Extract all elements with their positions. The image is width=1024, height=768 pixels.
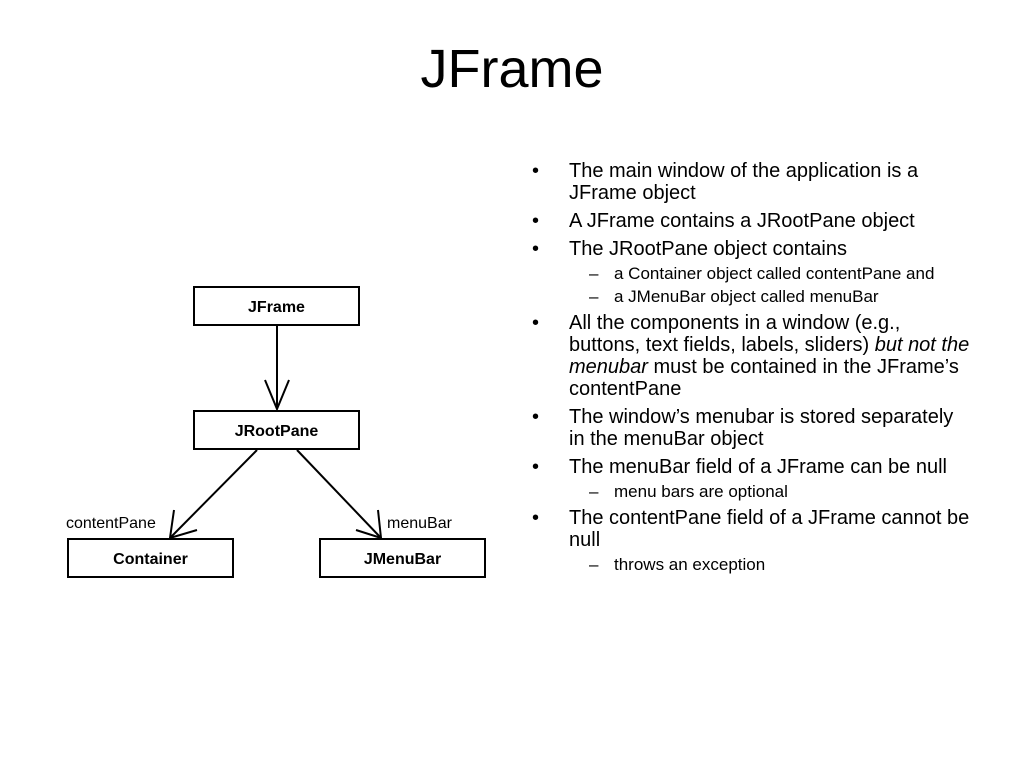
- node-container-label: Container: [113, 551, 188, 568]
- bullet-components-text-before: All the components in a window (e.g., bu…: [569, 312, 901, 356]
- bullet-menubar-stored: The window’s menubar is stored separatel…: [530, 406, 970, 450]
- edge-label-menubar: menuBar: [387, 515, 453, 532]
- slide-title: JFrame: [420, 39, 604, 99]
- class-diagram: JFrame JRootPane contentPane menuBar Con…: [66, 286, 486, 578]
- bullet-list: The main window of the application is a …: [530, 160, 970, 574]
- bullet-rootpane-contains: The JRootPane object contains: [530, 238, 970, 260]
- edge-contentpane: [168, 449, 258, 540]
- node-jmenubar: JMenuBar: [319, 538, 486, 578]
- subbullet-optional: menu bars are optional: [530, 483, 970, 502]
- node-jframe: JFrame: [193, 286, 360, 326]
- bullet-components-text-after: must be contained in the JFrame’s conten…: [569, 356, 959, 400]
- node-jrootpane: JRootPane: [193, 410, 360, 450]
- subbullet-exception: throws an exception: [530, 556, 970, 575]
- bullet-main-window: The main window of the application is a …: [530, 160, 970, 204]
- node-jframe-label: JFrame: [248, 299, 305, 316]
- node-jrootpane-label: JRootPane: [235, 423, 319, 440]
- subbullet-menubar: a JMenuBar object called menuBar: [530, 288, 970, 307]
- bullet-menubar-null: The menuBar field of a JFrame can be nul…: [530, 456, 970, 478]
- bullet-contentpane-not-null: The contentPane field of a JFrame cannot…: [530, 507, 970, 551]
- bullet-components: All the components in a window (e.g., bu…: [530, 312, 970, 400]
- edge-label-contentpane: contentPane: [66, 515, 156, 532]
- subbullet-container: a Container object called contentPane an…: [530, 265, 970, 284]
- edge-jframe-to-jrootpane: [264, 326, 290, 412]
- node-container: Container: [67, 538, 234, 578]
- bullet-components-text-italic: but not the menubar: [569, 334, 970, 378]
- bullet-contains-rootpane: A JFrame contains a JRootPane object: [530, 210, 970, 232]
- node-jmenubar-label: JMenuBar: [364, 551, 441, 568]
- edge-menubar: [296, 449, 383, 540]
